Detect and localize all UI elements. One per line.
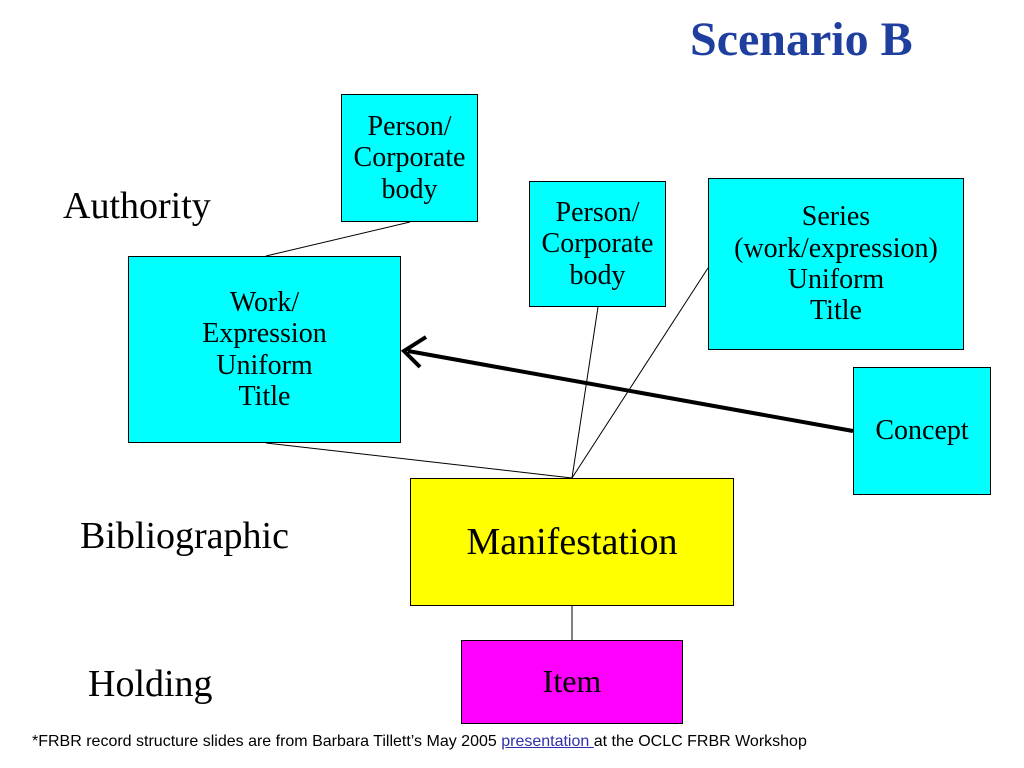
arrowhead-icon: [400, 335, 428, 369]
slide-title: Scenario B: [690, 13, 913, 66]
footer-text-after: at the OCLC FRBR Workshop: [593, 733, 807, 750]
line-person2-to-manifestation: [571, 306, 599, 479]
node-item: Item: [461, 640, 683, 724]
level-label-authority: Authority: [63, 185, 211, 227]
footer-text-before: *FRBR record structure slides are from B…: [32, 733, 502, 750]
level-label-holding: Holding: [88, 663, 213, 705]
node-person-corporate-body-2: Person/ Corporate body: [529, 181, 666, 307]
node-series-uniform-title: Series (work/expression) Uniform Title: [708, 178, 964, 350]
arrow-concept-to-work: [407, 349, 854, 433]
node-person-corporate-body-1: Person/ Corporate body: [341, 94, 478, 222]
level-label-bibliographic: Bibliographic: [80, 515, 289, 557]
line-work-to-manifestation: [265, 442, 573, 479]
node-manifestation: Manifestation: [410, 478, 734, 606]
footer-note: *FRBR record structure slides are from B…: [32, 733, 807, 751]
line-person1-to-work: [265, 221, 411, 257]
presentation-link[interactable]: presentation: [501, 733, 594, 750]
node-work-expression-uniform-title: Work/ Expression Uniform Title: [128, 256, 401, 443]
node-concept: Concept: [853, 367, 991, 495]
